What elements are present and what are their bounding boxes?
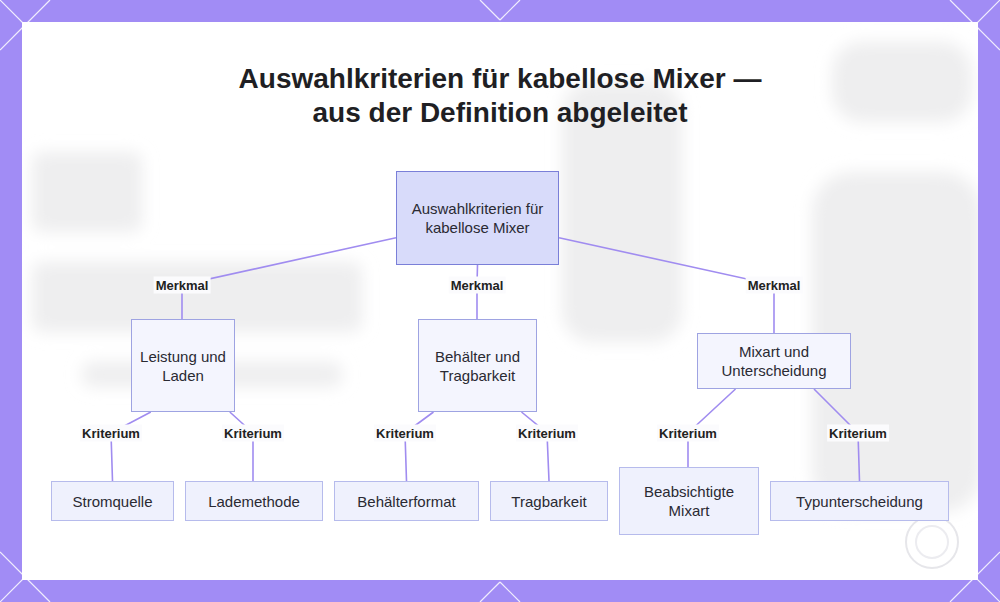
root-box: Auswahlkriterien für kabellose Mixer bbox=[396, 171, 559, 265]
node-text-group: Lademethode bbox=[208, 492, 300, 511]
node-label: Stromquelle bbox=[72, 492, 152, 511]
node-text-group: Leistung und Laden bbox=[140, 347, 226, 385]
edge-label: Merkmal bbox=[154, 277, 211, 294]
node-label: Mixart und Unterscheidung bbox=[706, 342, 842, 380]
feature-box: Leistung und Laden bbox=[131, 319, 235, 412]
connector-line bbox=[559, 238, 774, 333]
edge-label: Kriterium bbox=[80, 425, 142, 442]
feature-box: Behälter und Tragbarkeit bbox=[418, 319, 537, 412]
criterion-box: Stromquelle bbox=[51, 481, 174, 521]
node-label: Tragbarkeit bbox=[511, 492, 586, 511]
edge-label: Merkmal bbox=[746, 277, 803, 294]
node-text-group: Stromquelle bbox=[72, 492, 152, 511]
node-label: Beabsichtigte Mixart bbox=[628, 482, 750, 520]
node-label: Lademethode bbox=[208, 492, 300, 511]
node-text-group: Behälter und Tragbarkeit bbox=[427, 347, 528, 385]
edge-label: Kriterium bbox=[657, 425, 719, 442]
criterion-box: Tragbarkeit bbox=[490, 481, 608, 521]
node-text-group: Behälterformat bbox=[357, 492, 455, 511]
edge-label: Kriterium bbox=[374, 425, 436, 442]
node-text-group: Tragbarkeit bbox=[511, 492, 586, 511]
edge-label: Kriterium bbox=[516, 425, 578, 442]
criterion-box: Beabsichtigte Mixart bbox=[619, 467, 759, 535]
diagram-title: Auswahlkriterien für kabellose Mixer — a… bbox=[230, 62, 770, 130]
edge-label: Kriterium bbox=[222, 425, 284, 442]
connector-line bbox=[182, 238, 396, 319]
criterion-box: Behälterformat bbox=[334, 481, 479, 521]
connector-line bbox=[230, 412, 253, 481]
node-label: Leistung und Laden bbox=[140, 347, 226, 385]
watermark-logo bbox=[906, 516, 958, 568]
node-label: Typunterscheidung bbox=[796, 492, 923, 511]
node-label: Behälterformat bbox=[357, 492, 455, 511]
node-label: Auswahlkriterien für kabellose Mixer bbox=[405, 199, 550, 237]
edge-label: Merkmal bbox=[449, 277, 506, 294]
criterion-box: Typunterscheidung bbox=[770, 481, 949, 521]
node-text-group: Auswahlkriterien für kabellose Mixer bbox=[405, 199, 550, 237]
feature-box: Mixart und Unterscheidung bbox=[697, 333, 851, 389]
criterion-box: Lademethode bbox=[185, 481, 323, 521]
connector-line bbox=[405, 412, 434, 481]
edge-label: Kriterium bbox=[827, 425, 889, 442]
node-text-group: Typunterscheidung bbox=[796, 492, 923, 511]
node-label: Behälter und Tragbarkeit bbox=[427, 347, 528, 385]
node-text-group: Beabsichtigte Mixart bbox=[628, 482, 750, 520]
node-text-group: Mixart und Unterscheidung bbox=[706, 342, 842, 380]
connector-line bbox=[111, 412, 151, 481]
connector-line bbox=[522, 412, 550, 481]
